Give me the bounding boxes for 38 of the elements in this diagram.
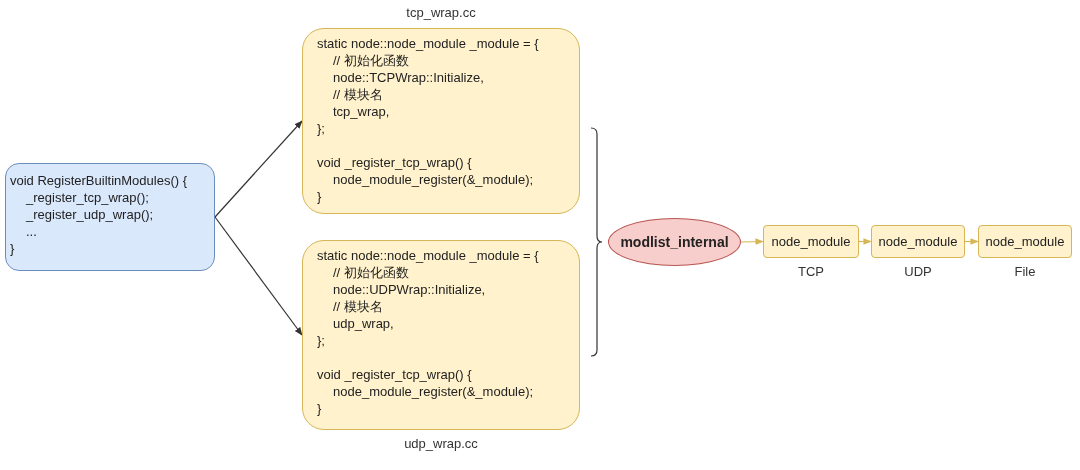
code-line: node::UDPWrap::Initialize, <box>332 281 486 298</box>
code-line: } <box>317 188 322 205</box>
code-line: } <box>317 400 322 417</box>
code-line: } <box>10 240 15 257</box>
arrow <box>740 238 764 246</box>
code-line: void _register_tcp_wrap() { <box>317 154 472 171</box>
code-line: // 初始化函数 <box>332 52 409 69</box>
code-line: ... <box>25 223 37 240</box>
node-label: node_module <box>771 234 851 249</box>
code-line: }; <box>317 332 325 349</box>
code-line: static node::node_module _module = { <box>317 247 539 264</box>
code-line: tcp_wrap, <box>332 103 390 120</box>
node-label: TCP <box>797 264 825 279</box>
code-line: _register_udp_wrap(); <box>24 206 154 223</box>
code-line: node::TCPWrap::Initialize, <box>332 69 484 86</box>
arrow <box>214 216 303 336</box>
code-line: node_module_register(&_module); <box>332 383 534 400</box>
node-label: File <box>1013 264 1037 279</box>
code-line: void _register_tcp_wrap() { <box>317 366 472 383</box>
code-line: udp_wrap, <box>332 315 394 332</box>
code-line: // 初始化函数 <box>332 264 409 281</box>
code-line: }; <box>317 120 325 137</box>
code-line: // 模块名 <box>332 86 383 103</box>
code-line: static node::node_module _module = { <box>317 35 539 52</box>
node-label: udp_wrap.cc <box>403 436 479 451</box>
node-label: UDP <box>903 264 933 279</box>
code-line: void RegisterBuiltinModules() { <box>10 172 188 189</box>
arrow <box>858 238 872 245</box>
arrow <box>964 238 979 245</box>
arrow <box>214 120 303 218</box>
code-line: // 模块名 <box>332 298 383 315</box>
node-label: tcp_wrap.cc <box>405 5 477 20</box>
code-line: _register_tcp_wrap(); <box>24 189 149 206</box>
node-label: node_module <box>878 234 958 249</box>
code-line: node_module_register(&_module); <box>332 171 534 188</box>
node-label: node_module <box>985 234 1065 249</box>
code-box <box>5 163 215 271</box>
node-label: modlist_internal <box>620 234 729 250</box>
